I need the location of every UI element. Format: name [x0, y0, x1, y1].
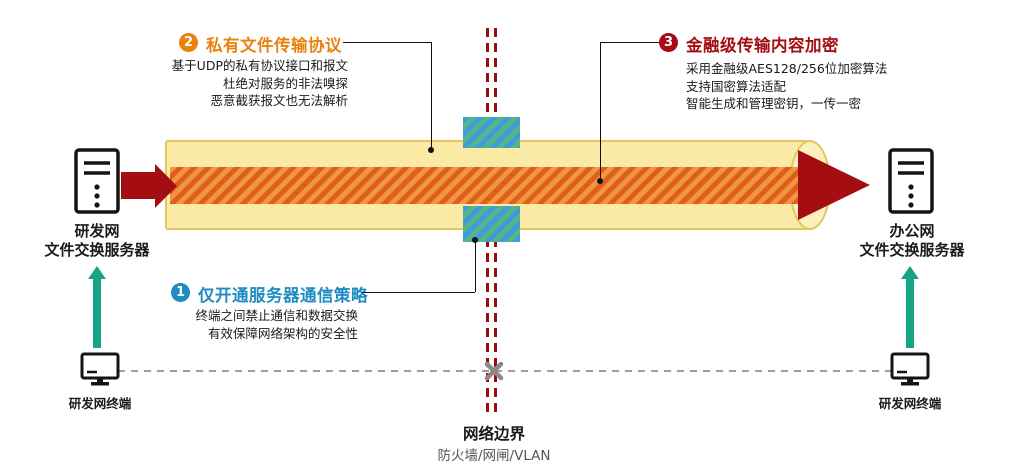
right-server-label: 办公网 文件交换服务器	[842, 222, 982, 260]
callout-1-badge: 1	[171, 283, 190, 302]
up-arrow-left	[88, 266, 106, 279]
callout-1-leader-line-horizontal	[362, 292, 475, 293]
encrypted-data-flow-band	[170, 167, 800, 204]
right-server-type: 文件交换服务器	[859, 241, 965, 259]
server-icon	[74, 148, 120, 218]
callout-1-leader-line-vertical	[475, 240, 476, 292]
data-inflow-arrow-shaft	[121, 172, 155, 199]
left-server-type: 文件交换服务器	[44, 241, 150, 259]
callout-2-leader-line-horizontal	[343, 42, 431, 43]
callout-2-description: 基于UDP的私有协议接口和报文 杜绝对服务的非法嗅探 恶意截获报文也无法解析	[148, 57, 348, 110]
left-server-label: 研发网 文件交换服务器	[27, 222, 167, 260]
data-flow-arrowhead-right	[798, 150, 870, 220]
callout-2-line-3: 恶意截获报文也无法解析	[210, 93, 348, 108]
callout-3-leader-line-horizontal	[600, 42, 659, 43]
callout-2-line-1: 基于UDP的私有协议接口和报文	[171, 58, 348, 73]
callout-2-title: 私有文件传输协议	[206, 36, 342, 55]
boundary-policy-block-bottom	[463, 206, 520, 242]
callout-2-badge: 2	[179, 33, 198, 52]
up-arrow-right-shaft	[906, 278, 914, 348]
blocked-x-icon	[483, 360, 505, 386]
callout-2-line-2: 杜绝对服务的非法嗅探	[222, 75, 348, 91]
callout-1-title: 仅开通服务器通信策略	[198, 286, 368, 305]
left-server-network: 研发网	[74, 222, 120, 240]
network-boundary-subtitle: 防火墙/网闸/VLAN	[437, 448, 551, 464]
boundary-policy-block-top	[463, 117, 520, 148]
network-boundary-title: 网络边界	[462, 425, 525, 443]
up-arrow-right	[901, 266, 919, 279]
callout-3-leader-line-vertical	[600, 42, 601, 181]
callout-3-line-2: 支持国密算法适配	[686, 78, 787, 94]
left-terminal-label: 研发网终端	[68, 396, 132, 411]
callout-3-description: 采用金融级AES128/256位加密算法 支持国密算法适配 智能生成和管理密钥，…	[686, 60, 926, 113]
callout-3-anchor-dot	[597, 178, 603, 184]
data-inflow-arrow-head	[155, 164, 177, 208]
callout-3-badge: 3	[659, 33, 678, 52]
terminal-icon	[890, 352, 930, 392]
callout-1-line-1: 终端之间禁止通信和数据交换	[195, 308, 358, 323]
server-icon	[888, 148, 934, 218]
callout-2-leader-line-vertical	[431, 42, 432, 150]
callout-1-line-2: 有效保障网络架构的安全性	[207, 325, 358, 341]
callout-1-description: 终端之间禁止通信和数据交换 有效保障网络架构的安全性	[158, 307, 358, 342]
callout-3-line-3: 智能生成和管理密钥，一传一密	[686, 96, 862, 111]
callout-3-title: 金融级传输内容加密	[686, 36, 839, 55]
callout-2-anchor-dot	[428, 147, 434, 153]
callout-3-line-1: 采用金融级AES128/256位加密算法	[686, 61, 888, 76]
right-terminal-label: 研发网终端	[878, 396, 942, 411]
up-arrow-left-shaft	[93, 278, 101, 348]
terminal-link-dashed-line	[118, 370, 892, 372]
right-server-network: 办公网	[889, 222, 935, 240]
terminal-icon	[80, 352, 120, 392]
callout-1-anchor-dot	[472, 237, 478, 243]
